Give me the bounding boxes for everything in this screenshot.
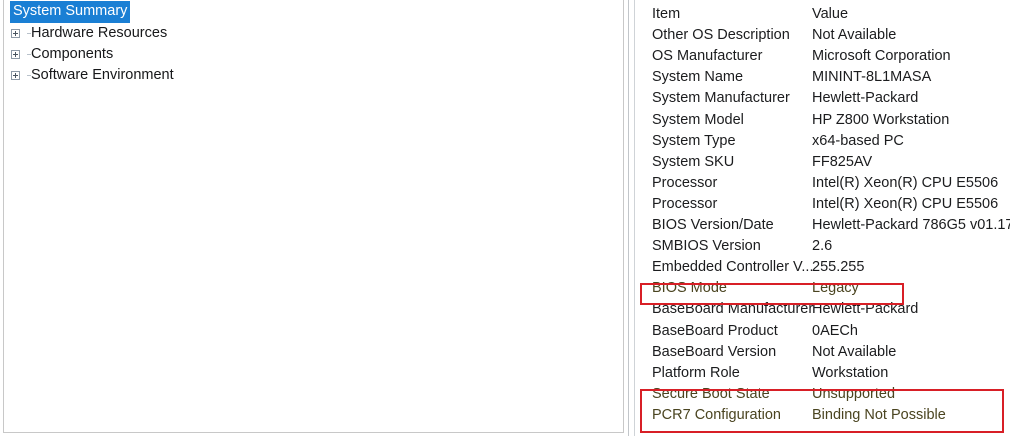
cell-value: 255.255 <box>812 259 865 276</box>
cell-value: Hewlett-Packard 786G5 v01.17, 8/ <box>812 217 1010 233</box>
table-row[interactable]: SMBIOS Version 2.6 <box>635 236 1010 257</box>
sidebar-item-label: Hardware Resources <box>31 24 168 41</box>
cell-item: System SKU <box>652 153 735 170</box>
cell-value: Not Available <box>812 343 897 360</box>
cell-item: System Name <box>652 69 744 86</box>
table-row[interactable]: Embedded Controller V...255.255 <box>635 257 1010 278</box>
table-row[interactable]: BIOS Version/Date Hewlett-Packard 786G5 v… <box>635 215 1010 236</box>
cell-value: Microsoft Corporation <box>812 48 951 65</box>
cell-item: Secure Boot State <box>652 385 770 402</box>
cell-value: Unsupported <box>812 385 896 402</box>
table-row[interactable]: BIOS Mode Legacy <box>635 278 1010 299</box>
sidebar-item-software-environment[interactable]: Software Environment <box>10 65 174 85</box>
cell-item: System Manufacturer <box>652 90 790 107</box>
sidebar-item-components[interactable]: Components <box>10 44 113 64</box>
sidebar-item-hardware-resources[interactable]: Hardware Resources <box>10 23 167 43</box>
table-row[interactable]: Other OS Description Not Available <box>635 25 1010 46</box>
table-row[interactable]: Platform Role Workstation <box>635 363 1010 384</box>
expand-plus-icon[interactable] <box>10 70 31 80</box>
cell-value: FF825AV <box>812 153 873 170</box>
column-header-value: Value <box>812 6 849 22</box>
cell-item: BaseBoard Product <box>652 322 778 339</box>
cell-item: OS Manufacturer <box>652 48 763 65</box>
table-row[interactable]: OS Manufacturer Microsoft Corporation <box>635 46 1010 67</box>
table-row[interactable]: System Manufacturer Hewlett-Packard <box>635 88 1010 109</box>
cell-value: Hewlett-Packard <box>812 90 919 107</box>
cell-item: Embedded Controller V... <box>652 259 814 276</box>
table-row[interactable]: System Name MININT-8L1MASA <box>635 67 1010 88</box>
cell-item: PCR7 Configuration <box>652 406 781 423</box>
table-row[interactable]: PCR7 Configuration Binding Not Possible <box>635 405 1010 426</box>
table-row[interactable]: System SKU FF825AV <box>635 152 1010 173</box>
cell-value: Not Available <box>812 27 897 44</box>
cell-value: MININT-8L1MASA <box>812 69 932 86</box>
table-header-row[interactable]: Item Value <box>635 4 1010 25</box>
cell-item: BIOS Mode <box>652 280 727 297</box>
cell-item: BIOS Version/Date <box>652 217 774 233</box>
cell-value: 2.6 <box>812 238 833 255</box>
cell-value: Workstation <box>812 364 889 381</box>
cell-item: BaseBoard Manufacturer <box>652 301 814 318</box>
cell-value: Intel(R) Xeon(R) CPU E5506 <box>812 174 999 191</box>
cell-item: BaseBoard Version <box>652 343 777 360</box>
table-row[interactable]: Processor Intel(R) Xeon(R) CPU E5506 <box>635 194 1010 215</box>
sidebar-item-label: Components <box>31 45 114 62</box>
cell-value: x64-based PC <box>812 132 904 149</box>
navigation-tree-panel: System Summary Hardware Resources Compon… <box>3 0 624 433</box>
expand-plus-icon[interactable] <box>10 49 31 59</box>
cell-item: System Model <box>652 111 744 128</box>
sidebar-item-system-summary[interactable]: System Summary <box>10 1 131 23</box>
cell-item: SMBIOS Version <box>652 238 761 255</box>
cell-value: 0AECh <box>812 322 858 339</box>
sidebar-item-label: Software Environment <box>31 66 174 83</box>
table-row[interactable]: BaseBoard Version Not Available <box>635 342 1010 363</box>
cell-item: Platform Role <box>652 364 740 381</box>
cell-value: Legacy <box>812 280 859 297</box>
cell-item: Processor <box>652 174 718 191</box>
table-row[interactable]: Secure Boot State Unsupported <box>635 384 1010 405</box>
sidebar-item-label: System Summary <box>10 1 131 23</box>
table-row[interactable]: System Model HP Z800 Workstation <box>635 110 1010 131</box>
table-row[interactable]: Processor Intel(R) Xeon(R) CPU E5506 <box>635 173 1010 194</box>
cell-value: HP Z800 Workstation <box>812 111 950 128</box>
expand-plus-icon[interactable] <box>10 28 31 38</box>
cell-item: System Type <box>652 132 736 149</box>
cell-value: Binding Not Possible <box>812 406 946 423</box>
table-row[interactable]: System Type x64-based PC <box>635 131 1010 152</box>
cell-value: Hewlett-Packard <box>812 301 919 318</box>
column-header-item: Item <box>652 6 681 22</box>
cell-value: Intel(R) Xeon(R) CPU E5506 <box>812 195 999 212</box>
cell-item: Processor <box>652 195 718 212</box>
cell-item: Other OS Description <box>652 27 790 44</box>
table-row[interactable]: BaseBoard Product 0AECh <box>635 321 1010 342</box>
